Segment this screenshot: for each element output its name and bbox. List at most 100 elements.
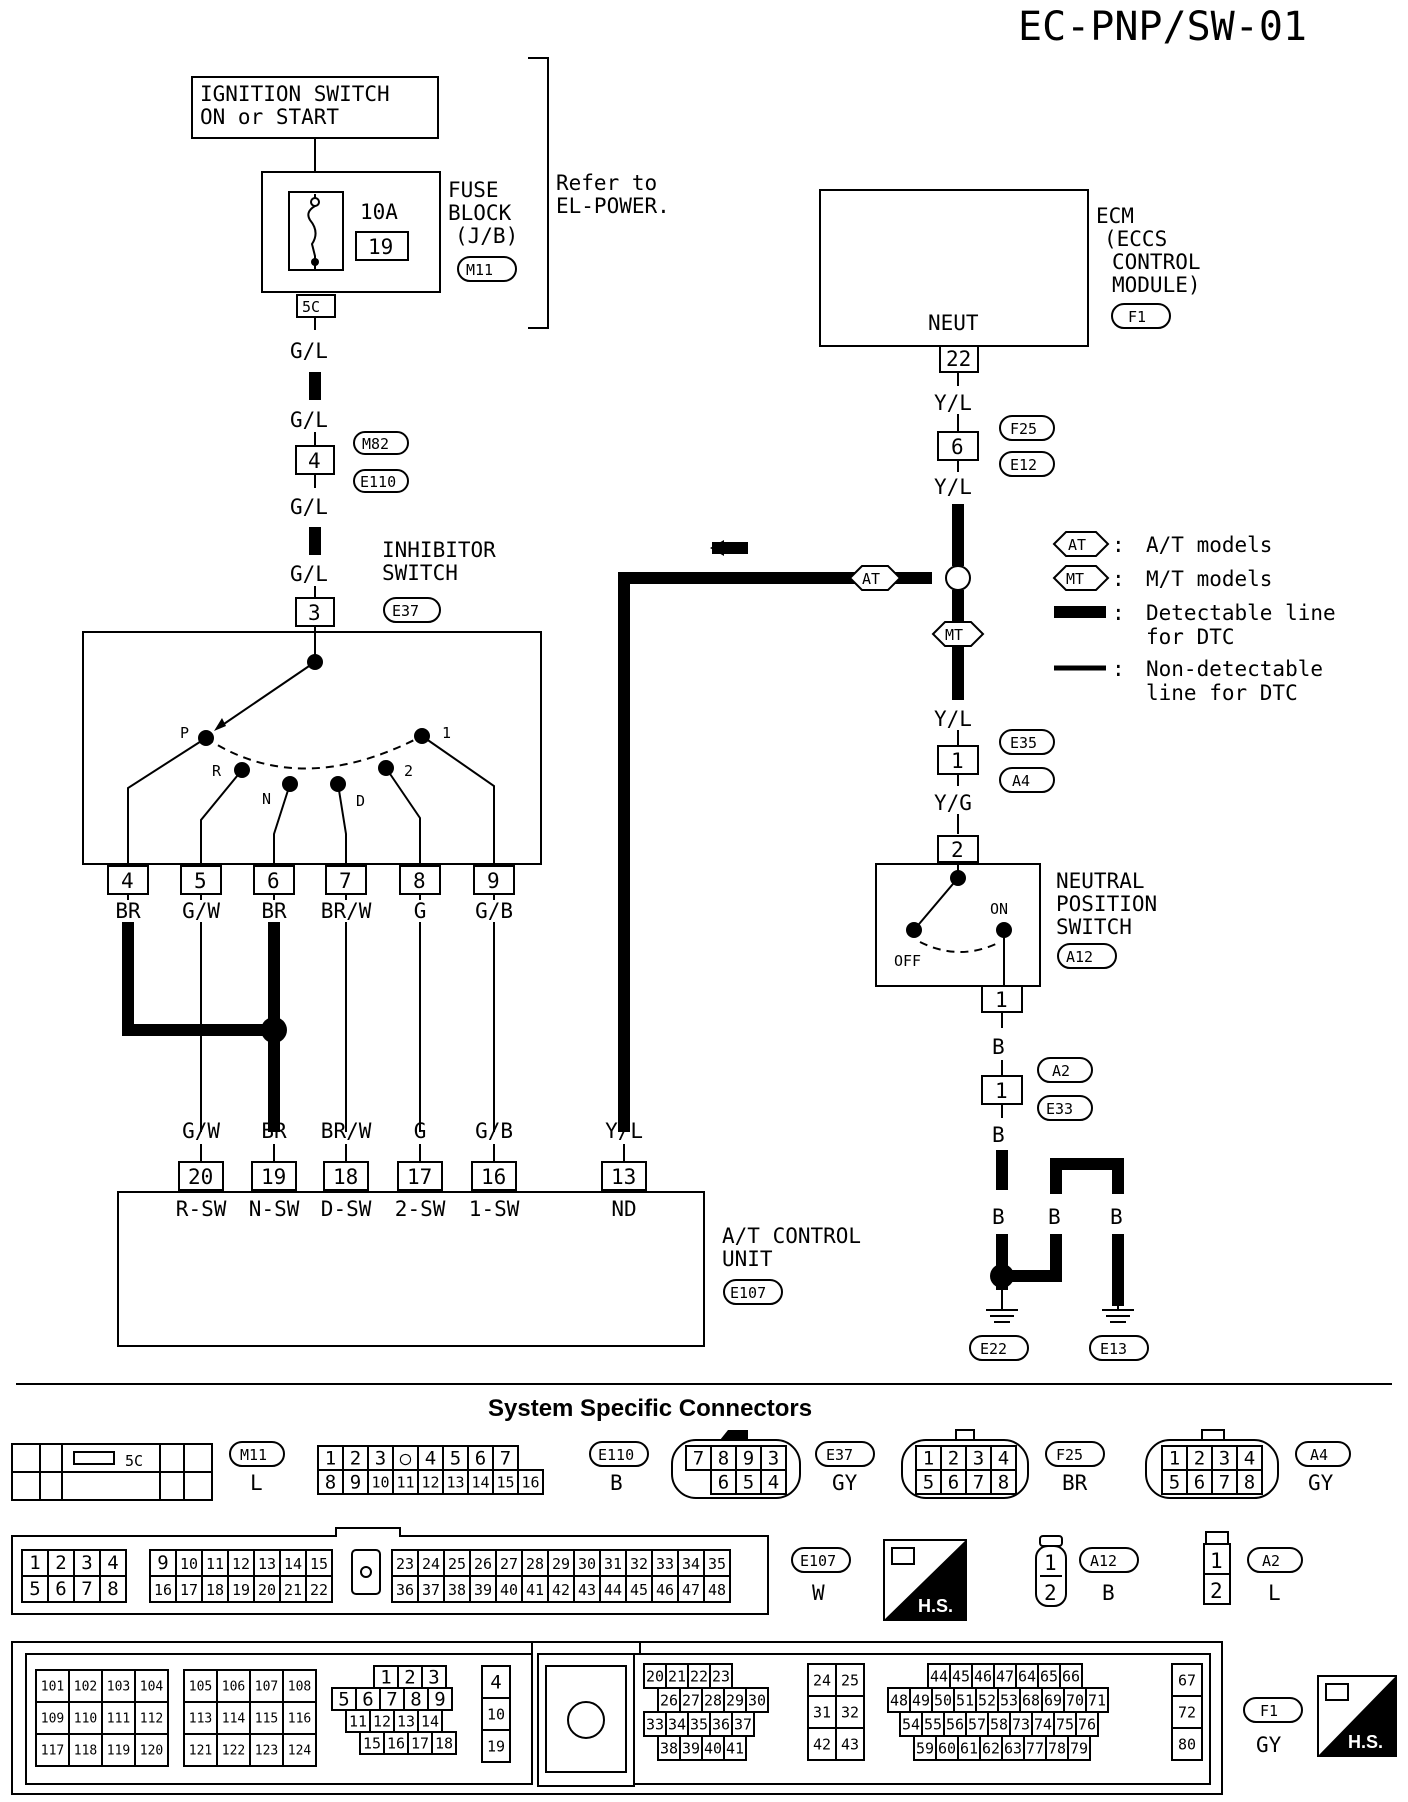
svg-text:5C: 5C xyxy=(125,1452,143,1470)
pin-number: 23 xyxy=(396,1555,414,1573)
conn-a12: 1 2 A12 B xyxy=(1035,1535,1139,1607)
ecm-terminal: 22 xyxy=(939,345,979,373)
pin-number: 16 xyxy=(521,1473,539,1491)
pin-number: 5 xyxy=(450,1448,461,1470)
pin-number: 8 xyxy=(107,1578,118,1600)
svg-text:4: 4 xyxy=(308,449,321,473)
inhibitor-pin xyxy=(473,865,515,895)
pin-cell xyxy=(431,1731,457,1755)
pin-number: 53 xyxy=(1000,1691,1018,1709)
pin-number: 15 xyxy=(496,1473,514,1491)
pin-number: 13 xyxy=(446,1473,464,1491)
svg-text:A2: A2 xyxy=(1052,1062,1070,1080)
svg-text::: : xyxy=(1112,567,1125,591)
pin-number: 12 xyxy=(421,1473,439,1491)
ecm-line2: (ECCS xyxy=(1104,227,1167,251)
svg-text::: : xyxy=(1112,657,1125,681)
pin-number: 27 xyxy=(682,1691,700,1709)
svg-text:BR: BR xyxy=(1062,1471,1088,1495)
section-title: System Specific Connectors xyxy=(488,1395,812,1422)
svg-text:E37: E37 xyxy=(392,602,419,620)
svg-text:M82: M82 xyxy=(362,435,389,453)
pin-number: 47 xyxy=(996,1667,1014,1685)
pin-number: 9 xyxy=(434,1689,445,1711)
pin-number: 109 xyxy=(41,1712,64,1727)
pin-cell xyxy=(1236,1469,1263,1495)
pin-cell xyxy=(760,1469,787,1495)
pin-number: 1 xyxy=(29,1552,40,1574)
tcu-pin-number: 13 xyxy=(611,1165,636,1189)
svg-text:Non-detectable: Non-detectable xyxy=(1146,657,1323,681)
svg-text:5C: 5C xyxy=(302,298,320,316)
ecm-pin-label: NEUT xyxy=(928,311,979,335)
pin-number: 36 xyxy=(396,1581,414,1599)
pin-number: 30 xyxy=(748,1691,766,1709)
pin-number: 36 xyxy=(712,1715,730,1733)
pin-number: 32 xyxy=(841,1703,859,1721)
legend: AT : A/T models MT : M/T models : Detect… xyxy=(1052,531,1336,705)
pin-number: 43 xyxy=(578,1581,596,1599)
pin-number: 66 xyxy=(1062,1667,1080,1685)
pin-number: 30 xyxy=(578,1555,596,1573)
pin-number: 7 xyxy=(81,1578,92,1600)
pin-number: 10 xyxy=(371,1473,389,1491)
pin-number: 5 xyxy=(338,1689,349,1711)
pin-number: 2 xyxy=(948,1448,959,1470)
pin-number: 40 xyxy=(704,1739,722,1757)
pin-number: 20 xyxy=(646,1667,664,1685)
pin-cell xyxy=(99,1575,127,1603)
pin-number: 6 xyxy=(475,1448,486,1470)
wire-yl-3: Y/L xyxy=(934,707,972,731)
pin-number: 122 xyxy=(222,1744,245,1759)
pin-number: 3 xyxy=(81,1552,92,1574)
nps-on: ON xyxy=(990,900,1008,918)
pin-cell xyxy=(1067,1735,1091,1761)
pin-number: 114 xyxy=(222,1712,246,1727)
connector-a2: 1 A2 E33 xyxy=(981,1057,1093,1121)
pin-number: 80 xyxy=(1178,1735,1196,1753)
pin-number: 110 xyxy=(74,1712,97,1727)
refer-line2: EL-POWER. xyxy=(556,194,670,218)
tcu-line1: A/T CONTROL xyxy=(722,1224,861,1248)
pin-number: 13 xyxy=(258,1555,276,1573)
pin-number: 4 xyxy=(107,1552,118,1574)
pin-number: 63 xyxy=(1004,1739,1022,1757)
inhibitor-pin-number: 6 xyxy=(267,869,280,893)
ecm-connector-tag: F1 xyxy=(1111,303,1171,329)
pin-number: 103 xyxy=(107,1680,130,1695)
pin-number: 29 xyxy=(726,1691,744,1709)
fuse-rating: 10A xyxy=(360,200,398,224)
tcu-pin-number: 16 xyxy=(481,1165,506,1189)
pin-number: 17 xyxy=(411,1734,429,1752)
pin-number: 45 xyxy=(952,1667,970,1685)
wire-gl-4: G/L xyxy=(290,562,328,586)
nps-off: OFF xyxy=(894,952,921,970)
nps-top-pin: 2 xyxy=(937,835,979,863)
pin-number: 7 xyxy=(693,1448,704,1470)
pin-number: 7 xyxy=(1219,1472,1230,1494)
pin-number: 50 xyxy=(934,1691,952,1709)
pin-number: 70 xyxy=(1066,1691,1084,1709)
pin-number: 7 xyxy=(386,1689,397,1711)
pin-number: 35 xyxy=(690,1715,708,1733)
pin-number: 25 xyxy=(448,1555,466,1573)
pin-number: 117 xyxy=(41,1744,64,1759)
svg-text:F1: F1 xyxy=(1260,1702,1278,1720)
ignition-line2: ON or START xyxy=(200,105,339,129)
pin-cell xyxy=(990,1469,1017,1495)
wire-b-5: B xyxy=(1110,1205,1123,1229)
inhibitor-wire-color: BR xyxy=(115,899,141,923)
hs-badge-1: H.S. xyxy=(883,1539,967,1621)
pin-number: 4 xyxy=(425,1448,436,1470)
pin-number: 18 xyxy=(206,1581,224,1599)
svg-text:F1: F1 xyxy=(1128,308,1146,326)
pin-number: 1 xyxy=(325,1448,336,1470)
inhibitor-pin-number: 7 xyxy=(339,869,352,893)
pin-number: 42 xyxy=(552,1581,570,1599)
pin-number: 16 xyxy=(154,1581,172,1599)
pin-cell xyxy=(723,1735,747,1761)
pin-number: 60 xyxy=(938,1739,956,1757)
